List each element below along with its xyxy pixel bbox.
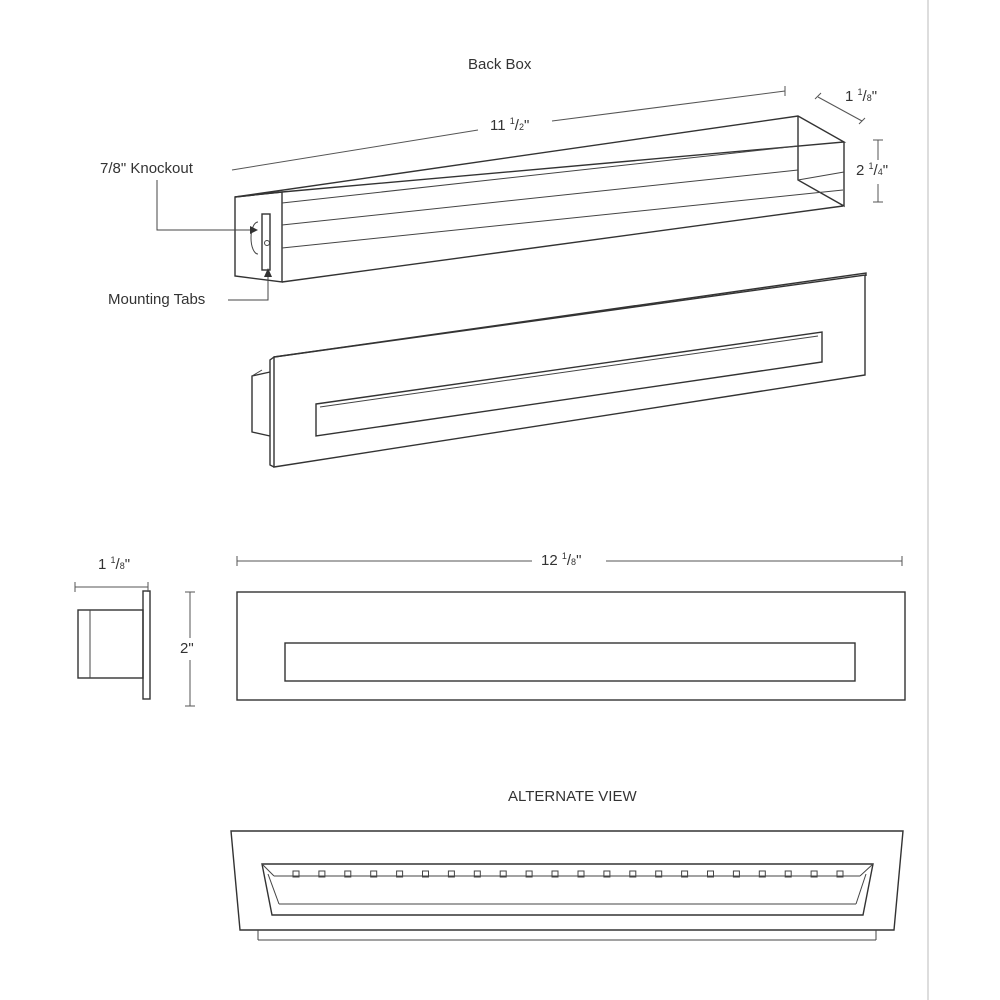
knockout-label: 7/8" Knockout: [100, 160, 193, 177]
iso-length-dimension: 11 1/2": [490, 116, 530, 134]
led-dot: [292, 870, 300, 878]
led-dot: [784, 870, 792, 878]
led-dot: [810, 870, 818, 878]
led-dot: [344, 870, 352, 878]
iso-depth-dimension-line: [814, 92, 866, 125]
mounting-tabs-leader: [228, 268, 272, 301]
trim-plate-iso-drawing: [251, 272, 867, 468]
led-dot: [422, 870, 429, 878]
led-dot: [551, 870, 559, 878]
led-dot: [629, 870, 637, 878]
led-dot: [707, 870, 714, 878]
front-width-dimension: 12 1/8": [541, 551, 582, 569]
front-width-dimension-line: [236, 556, 903, 566]
iso-length-dimension-line: [231, 86, 786, 171]
alternate-view-drawing: [230, 830, 904, 941]
led-dot: [473, 870, 481, 878]
front-height-dimension: 2": [180, 640, 194, 657]
led-dot: [758, 870, 766, 878]
alternate-view-title: ALTERNATE VIEW: [508, 788, 637, 805]
back-box-title: Back Box: [468, 56, 532, 73]
led-dot: [525, 870, 533, 878]
knockout-leader: [156, 180, 258, 234]
led-dot: [681, 870, 689, 878]
front-view-drawing: [236, 591, 906, 701]
side-depth-dimension-line: [74, 582, 149, 592]
iso-depth-dimension: 1 1/8": [845, 87, 878, 105]
led-dot: [577, 870, 585, 878]
led-dot: [499, 870, 507, 878]
led-dot: [732, 870, 740, 878]
led-dot: [318, 870, 326, 878]
led-dot: [836, 870, 844, 878]
led-dot: [603, 870, 611, 878]
back-box-iso-drawing: [234, 115, 847, 283]
front-height-dimension-line: [185, 591, 195, 707]
side-view-drawing: [77, 590, 151, 700]
led-dot: [396, 870, 404, 878]
led-dot: [370, 870, 378, 878]
mounting-tabs-label: Mounting Tabs: [108, 291, 206, 308]
led-dot: [655, 870, 663, 878]
side-depth-dimension: 1 1/8": [98, 555, 131, 573]
led-dot-row: [292, 870, 844, 878]
iso-height-dimension-line: [873, 139, 883, 203]
led-dot: [447, 870, 455, 878]
iso-height-dimension: 2 1/4": [856, 161, 889, 179]
